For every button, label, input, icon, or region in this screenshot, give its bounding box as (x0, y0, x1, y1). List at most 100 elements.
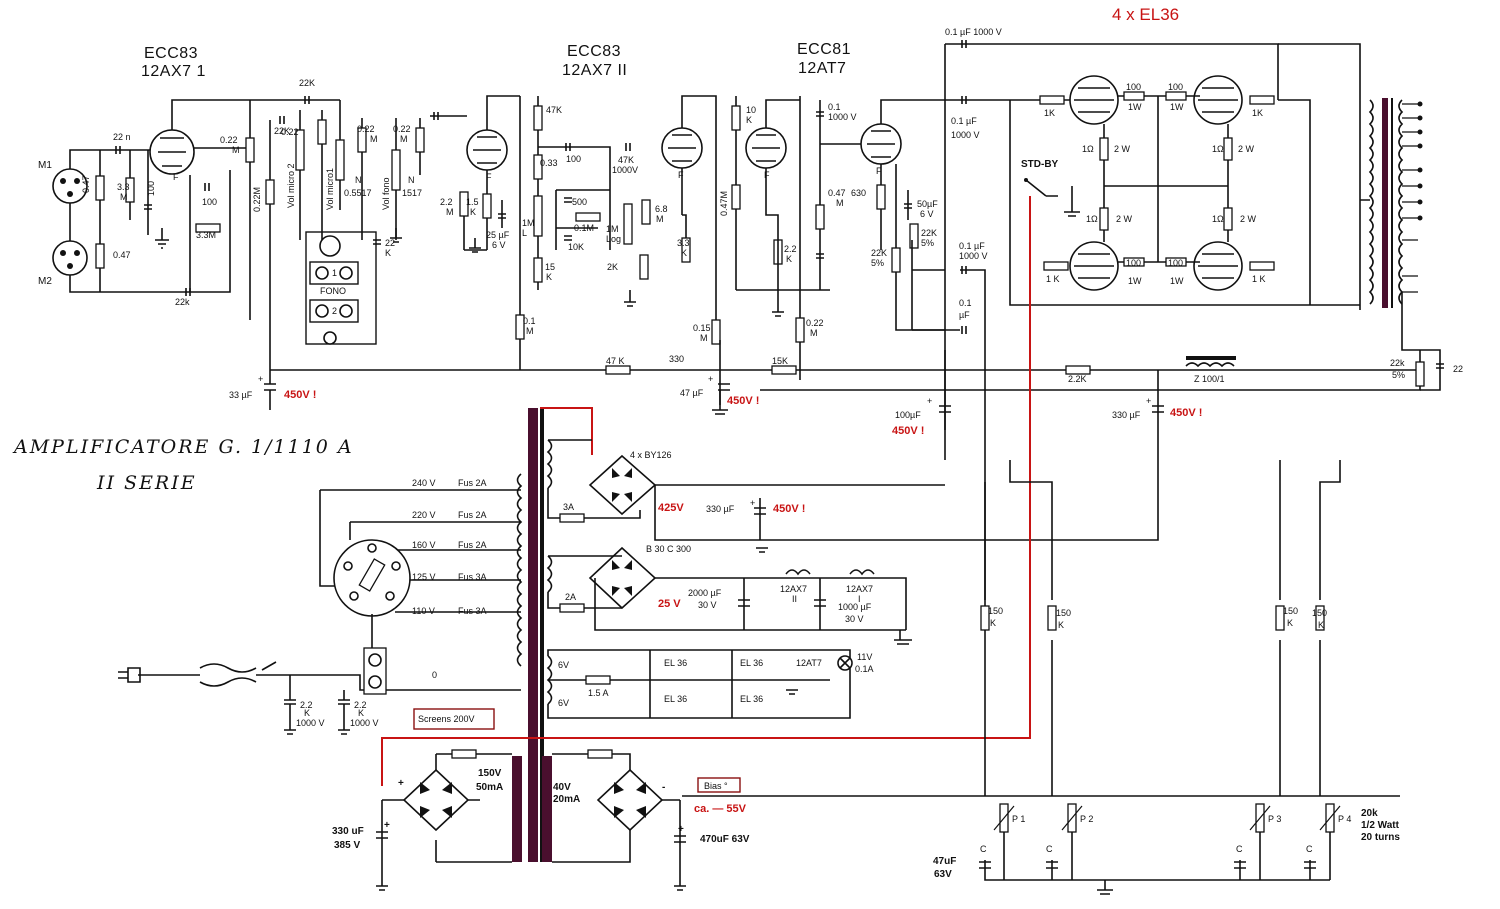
cap-33uf-plus: + (258, 374, 263, 384)
selector-contact-5 (385, 591, 395, 601)
pot-vol-micro2 (295, 129, 305, 171)
label-150k-a: 150 (988, 606, 1003, 616)
label-022m-d: 0.22 (357, 124, 375, 134)
ground-symbol-v3 (772, 300, 784, 317)
cap-22k-c (373, 239, 381, 245)
cap-01-1000 (816, 111, 824, 117)
label-n-b: N (408, 175, 415, 185)
label-fus-110: Fus 3A (458, 606, 487, 616)
bias-label-box (697, 777, 741, 793)
m2-pin-3 (67, 263, 73, 269)
bias-ground-wiring (984, 860, 1330, 895)
ground-bias (674, 885, 686, 891)
ot-tap-7 (1417, 199, 1423, 205)
title-line2: II SERIE (96, 472, 197, 494)
title-line1: AMPLIFICATORE G. 1/1110 A (12, 436, 354, 458)
ground-symbol-v1b (469, 238, 481, 253)
fuse-2a (559, 603, 585, 613)
resistor-22k-5 (1415, 361, 1425, 387)
tube-v2-f-label: F (678, 170, 684, 180)
resistor-100-a (1123, 91, 1145, 101)
label-160v: 160 V (412, 540, 436, 550)
cap-01-1000-c (961, 266, 967, 274)
mains-filter-caps (284, 675, 350, 730)
label-110v: 110 V (412, 606, 435, 616)
resistor-022m-d (357, 127, 367, 153)
label-047m: 0.47M (719, 191, 729, 216)
label-bridge1: 4 x BY126 (630, 450, 672, 460)
lv-bridge-diodes (612, 560, 632, 596)
label-100-c: 100 (566, 154, 581, 164)
output-wiring-mid (911, 240, 986, 640)
label-el36-d: EL 36 (740, 694, 763, 704)
choke-z100 (1185, 362, 1235, 368)
label-22m-unit: M (446, 207, 454, 217)
label-47k-c: 47K (618, 155, 634, 165)
resistor-022m-f (795, 317, 805, 343)
resistor-047-a (95, 175, 105, 201)
label-1k-c: 1 K (1046, 274, 1060, 284)
label-022m-b: 0.22M (252, 187, 262, 212)
label-22: 22 (1453, 364, 1463, 374)
label-p1: P 1 (1012, 814, 1025, 824)
output-tubes-label: 4 x EL36 (1112, 5, 1179, 24)
label-47k: 47K (546, 105, 562, 115)
voltage-selector-wiring (319, 489, 521, 613)
ground-hv (756, 547, 768, 553)
selector-rotor (358, 558, 386, 592)
resistor-01m (575, 212, 601, 222)
selector-contact-1 (367, 543, 377, 553)
resistor-bus-47k (605, 365, 631, 375)
label-p2: P 2 (1080, 814, 1093, 824)
label-12ax7-1: 12AX7 (846, 584, 873, 594)
label-22k-1000-b: 2.2 (354, 700, 367, 710)
screen-supply-annotation (381, 196, 1031, 786)
annotation-450v-d: 450V ! (1170, 407, 1202, 419)
resistor-015m (711, 319, 721, 345)
resistor-bus-15k (771, 365, 797, 375)
label-10k-b-unit: K (746, 115, 752, 125)
label-bus-22k: 2.2K (1068, 374, 1087, 384)
cap-330uf-plus: + (1146, 396, 1151, 406)
label-fus-220: Fus 2A (458, 510, 487, 520)
label-15k: 1.5 (466, 197, 479, 207)
label-1m-log: 1M (606, 224, 619, 234)
resistor-15k-b (533, 257, 543, 283)
label-lamp-a: 0.1A (855, 664, 874, 674)
label-220v: 220 V (412, 510, 436, 520)
bias-transformer-core-b (542, 756, 552, 862)
annotation-450v-a: 450V ! (284, 389, 316, 401)
label-330uf: 330 µF (1112, 410, 1141, 420)
resistor-022m-e (415, 127, 425, 153)
resistor-1ohm-b (1223, 137, 1233, 161)
resistor-1ohm-d (1223, 207, 1233, 231)
pot-vol-fono (391, 149, 401, 191)
cap-47k (625, 143, 631, 151)
label-01-1000-top: 0.1 µF 1000 V (945, 27, 1002, 37)
mains-plug (118, 667, 141, 683)
cap-01-1000-b (961, 96, 967, 104)
resistor-v3b-cath (876, 184, 886, 210)
ground-symbol-v1 (155, 228, 169, 249)
fono-socket-1-b (339, 266, 353, 280)
m2-pin-2 (74, 250, 80, 256)
label-p3: P 3 (1268, 814, 1281, 824)
label-1k-d: 1 K (1252, 274, 1266, 284)
mic-connector-m2 (52, 240, 88, 276)
pilot-lamp-cross (839, 657, 851, 669)
lv-secondary-winding (546, 555, 553, 593)
v2-type-label: ECC83 (567, 43, 621, 60)
label-022m-f-unit: M (810, 328, 818, 338)
resistor-47k (533, 105, 543, 131)
fono-label-1: 1 (332, 268, 337, 278)
label-01uf-unit: µF (959, 310, 970, 320)
label-1ohm-a: 1Ω (1082, 144, 1094, 154)
label-05517: 0.5517 (344, 188, 372, 198)
label-c-2: C (1046, 844, 1053, 854)
screen-wiring (1118, 95, 1200, 263)
cap-500 (564, 197, 572, 203)
label-22k: 2.2 (784, 244, 797, 254)
mains-grounds (284, 729, 350, 735)
v2-plate-wiring (681, 95, 717, 320)
resistor-22m (459, 191, 469, 217)
